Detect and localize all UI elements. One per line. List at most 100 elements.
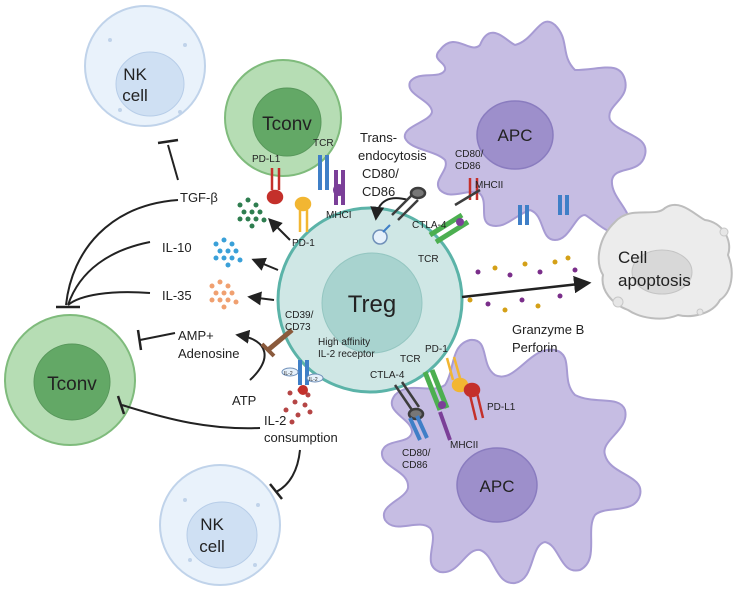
pdl1-receptor-bottom	[463, 382, 485, 421]
granzyme-to-apoptosis-arrow	[461, 275, 592, 299]
cd39-cd73-enzyme	[260, 328, 294, 358]
il2-receptor: IL-2 IL-2	[281, 360, 324, 395]
apoptotic-cell: Cell apoptosis	[597, 203, 733, 320]
tcr-right-label: TCR	[418, 254, 439, 265]
cd80-bottom-label-line2: CD86	[402, 460, 428, 471]
treg-nucleus	[321, 252, 423, 354]
cd80-receptor-apc-top-2	[558, 195, 569, 215]
tcr-mhcii-bottom	[422, 369, 452, 441]
il2r-label-line1: High affinity	[318, 337, 370, 348]
cd39-label-line1: CD39/	[285, 310, 314, 321]
il10-label: IL-10	[162, 240, 192, 255]
cd39-label-line2: CD73	[285, 322, 311, 333]
ctla4-receptor-bottom	[393, 381, 425, 421]
pd1-left-label: PD-1	[292, 238, 315, 249]
tgfb-label: TGF-β	[180, 190, 218, 205]
granzyme-label-line2: Perforin	[512, 340, 558, 355]
cd80-top-label-line2: CD86	[455, 161, 481, 172]
nk-bottom-nucleus	[186, 501, 258, 569]
treg-to-il35-arrow	[247, 291, 275, 306]
il10-to-tconv-line	[67, 241, 151, 306]
tconv-top-nucleus	[252, 87, 322, 157]
trans-endocytosis-line2: endocytosis	[358, 148, 427, 163]
trans-endocytosis-line1: Trans-	[360, 130, 397, 145]
nk-bottom-label-line1: NK	[200, 515, 224, 534]
arrows	[56, 138, 592, 500]
tconv-left-nucleus	[33, 343, 111, 421]
il2-consumption-label-line1: IL-2	[264, 413, 286, 428]
ctla4-bottom-label: CTLA-4	[370, 370, 405, 381]
apc-bottom-label: APC	[480, 477, 515, 496]
granzyme-label-line1: Granzyme B	[512, 322, 584, 337]
tcr-mhcii-top	[428, 188, 481, 245]
amp-label-line1: AMP+	[178, 328, 214, 343]
apc-top-nucleus	[476, 100, 554, 170]
apc-top-label: APC	[498, 126, 533, 145]
il35-to-tconv-line	[67, 291, 151, 306]
tgfb-cytokine-dots	[237, 197, 267, 229]
mhci-receptor	[333, 170, 345, 205]
tcr-receptor-top	[318, 155, 329, 190]
treg-cell: Treg	[276, 206, 464, 394]
tcr-bottom-label: TCR	[400, 354, 421, 365]
il2-cytokine-dots	[283, 387, 313, 425]
nk-top-cell: NK cell	[84, 5, 206, 127]
nk-top-label-line1: NK	[123, 65, 147, 84]
endocytic-vesicle	[372, 224, 391, 245]
cd80-receptor-apc-top-1	[518, 205, 529, 225]
il2-to-tconv-line	[121, 404, 261, 430]
trans-endocytosis-line3: CD80/	[362, 166, 399, 181]
apc-top-cell: APC	[403, 20, 647, 242]
tcr-top-label: TCR	[313, 138, 334, 149]
tconv-left-label: Tconv	[47, 374, 97, 395]
tconv-left-cell: Tconv	[4, 314, 136, 446]
nk-bottom-cell: NK cell	[159, 464, 281, 586]
treg-label: Treg	[348, 291, 396, 318]
atp-to-amp-arrow	[235, 329, 266, 381]
pd1-receptor-top	[294, 196, 312, 232]
il2-nk-inhibition-bar	[269, 483, 283, 500]
mhci-label: MHCI	[326, 210, 352, 221]
tconv-top-label: Tconv	[262, 114, 312, 135]
pdl1-receptor-top	[266, 168, 284, 205]
pdl1-top-label: PD-L1	[252, 154, 281, 165]
trans-endocytosis-arrow	[370, 197, 409, 221]
cd80-bottom-label-line1: CD80/	[402, 448, 431, 459]
il35-label: IL-35	[162, 288, 192, 303]
treg-to-tgfb-arrow	[268, 218, 291, 241]
il2-to-nk-line	[275, 449, 301, 493]
nk-top-nucleus	[115, 51, 185, 117]
il2-tag-1: IL-2	[284, 371, 293, 377]
tconv-top-cell: Tconv	[224, 59, 342, 177]
tgfb-to-nk-line	[167, 144, 179, 181]
il2-tag-2: IL-2	[309, 377, 318, 383]
apc-bottom-nucleus	[456, 447, 538, 523]
mhcii-bottom-label: MHCII	[450, 440, 478, 451]
atp-label: ATP	[232, 393, 256, 408]
receptors: IL-2 IL-2	[260, 155, 569, 441]
pdl1-bottom-label: PD-L1	[487, 402, 516, 413]
nk-top-inhibition-bar	[157, 138, 179, 145]
nk-bottom-label-line2: cell	[199, 537, 225, 556]
ctla4-receptor-top	[391, 186, 427, 221]
treg-to-il10-arrow	[251, 257, 279, 271]
apoptosis-label-line2: apoptosis	[618, 271, 691, 290]
apoptotic-nucleus	[631, 249, 693, 295]
pd1-bottom-label: PD-1	[425, 344, 448, 355]
il10-cytokine-dots	[213, 237, 243, 268]
nk-top-label-line2: cell	[122, 86, 148, 105]
trans-endocytosis-line4: CD86	[362, 184, 395, 199]
cd80-top-label-line1: CD80/	[455, 149, 484, 160]
il2-tconv-inhibition-bar	[116, 395, 126, 415]
apoptosis-label-line1: Cell	[618, 248, 647, 267]
cd80-receptor-apc-bottom	[408, 415, 429, 441]
tgfb-to-tconv-line	[65, 199, 179, 306]
adenosine-to-tconv-line	[139, 332, 176, 341]
amp-label-line2: Adenosine	[178, 346, 239, 361]
il35-cytokine-dots	[209, 279, 239, 310]
mhcii-top-label: MHCII	[475, 180, 503, 191]
adenosine-inhibition-bar	[136, 329, 143, 351]
granzyme-dots	[467, 255, 578, 313]
ctla4-top-label: CTLA-4	[412, 220, 447, 231]
